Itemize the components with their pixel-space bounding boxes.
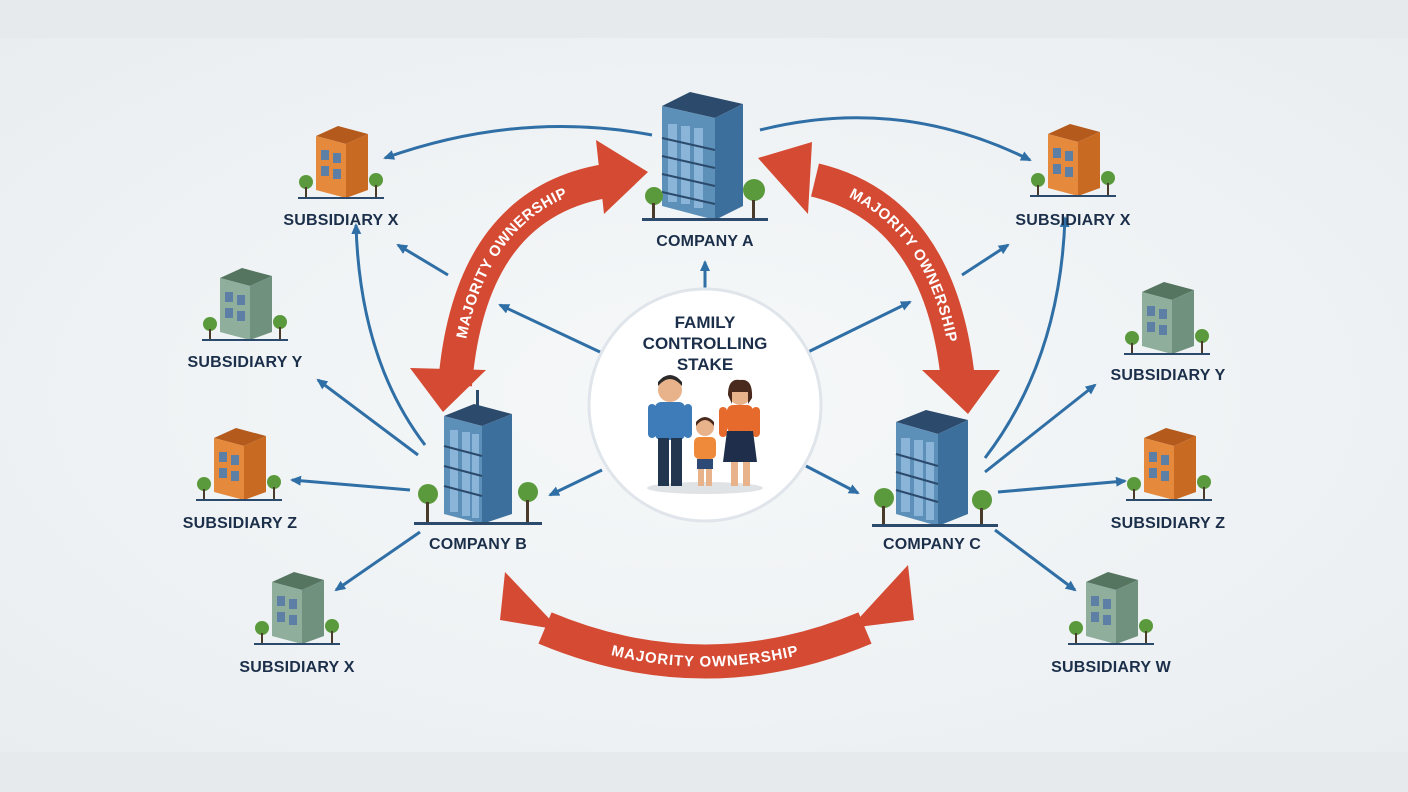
- arrow-c-to-suby-right: [984, 383, 1097, 474]
- tree-icon: [743, 179, 765, 201]
- tree-icon: [972, 490, 992, 510]
- family-stake-title: FAMILY CONTROLLING STAKE: [605, 312, 805, 378]
- arrow-a-to-subx-left: [383, 124, 653, 160]
- arrow-a-to-subx-right: [759, 116, 1032, 162]
- arrow-family-to-c: [805, 464, 860, 495]
- subsidiary-label-low-left: SUBSIDIARY Z: [182, 515, 298, 532]
- top-band: [0, 0, 1408, 38]
- office-building-icon: [1068, 572, 1154, 645]
- office-building-icon: [1126, 428, 1212, 501]
- ownership-head-left-bottom: [410, 368, 486, 412]
- ownership-head-right-top: [758, 142, 812, 214]
- tree-icon: [645, 187, 663, 205]
- office-building-icon: [1124, 282, 1210, 355]
- subsidiary-label-mid-left: SUBSIDIARY Y: [187, 354, 303, 371]
- subsidiary-label-bottom-left: SUBSIDIARY X: [239, 659, 355, 676]
- arrow-center-to-subx-right: [961, 243, 1010, 277]
- office-building-icon: [202, 268, 288, 341]
- ownership-head-bottom-right: [850, 565, 914, 628]
- family-circle: [587, 287, 823, 523]
- arrow-b-to-subx-bottom: [334, 530, 421, 592]
- arrow-family-to-b: [548, 468, 603, 497]
- tree-icon: [874, 488, 894, 508]
- subsidiary-label-top-right: SUBSIDIARY X: [1015, 212, 1131, 229]
- tree-icon: [518, 482, 538, 502]
- family-title-line-2: CONTROLLING: [642, 334, 768, 353]
- office-building-icon: [254, 572, 340, 645]
- tree-icon: [418, 484, 438, 504]
- arrow-b-to-subx-left: [351, 223, 427, 446]
- family-icon: [648, 375, 760, 486]
- office-tower-icon: [414, 390, 542, 525]
- arrow-center-to-subx-left: [396, 243, 449, 277]
- company-a-label: COMPANY A: [656, 233, 754, 250]
- arrow-family-to-left: [498, 303, 601, 354]
- family-title-line-1: FAMILY: [674, 313, 736, 332]
- ownership-head-bottom-left: [500, 572, 560, 630]
- office-tower-icon: [872, 410, 998, 527]
- ownership-head-left-top: [596, 140, 648, 214]
- ownership-arrowheads: [410, 140, 1000, 630]
- arrow-b-to-suby-left: [316, 378, 419, 457]
- company-b-label: COMPANY B: [428, 536, 528, 553]
- office-building-icon: [196, 428, 282, 501]
- arrow-b-to-subz-left: [290, 475, 411, 492]
- subsidiary-label-low-right: SUBSIDIARY Z: [1110, 515, 1226, 532]
- bottom-band: [0, 752, 1408, 792]
- office-building-icon: [298, 126, 384, 199]
- family-title-line-3: STAKE: [676, 355, 734, 374]
- arrow-family-to-right: [807, 300, 912, 354]
- arrow-c-to-subw-right: [994, 528, 1077, 592]
- ownership-head-right-bottom: [922, 370, 1000, 414]
- subsidiary-label-top-left: SUBSIDIARY X: [283, 212, 399, 229]
- office-building-icon: [1030, 124, 1116, 197]
- subsidiary-label-mid-right: SUBSIDIARY Y: [1110, 367, 1226, 384]
- arrow-c-to-subx-right: [983, 216, 1070, 459]
- company-c-label: COMPANY C: [882, 536, 982, 553]
- link-arrows: [290, 116, 1127, 592]
- arrow-c-to-subz-right: [997, 476, 1127, 494]
- office-tower-icon: [642, 92, 768, 221]
- subsidiary-label-bottom-right: SUBSIDIARY W: [1051, 659, 1171, 676]
